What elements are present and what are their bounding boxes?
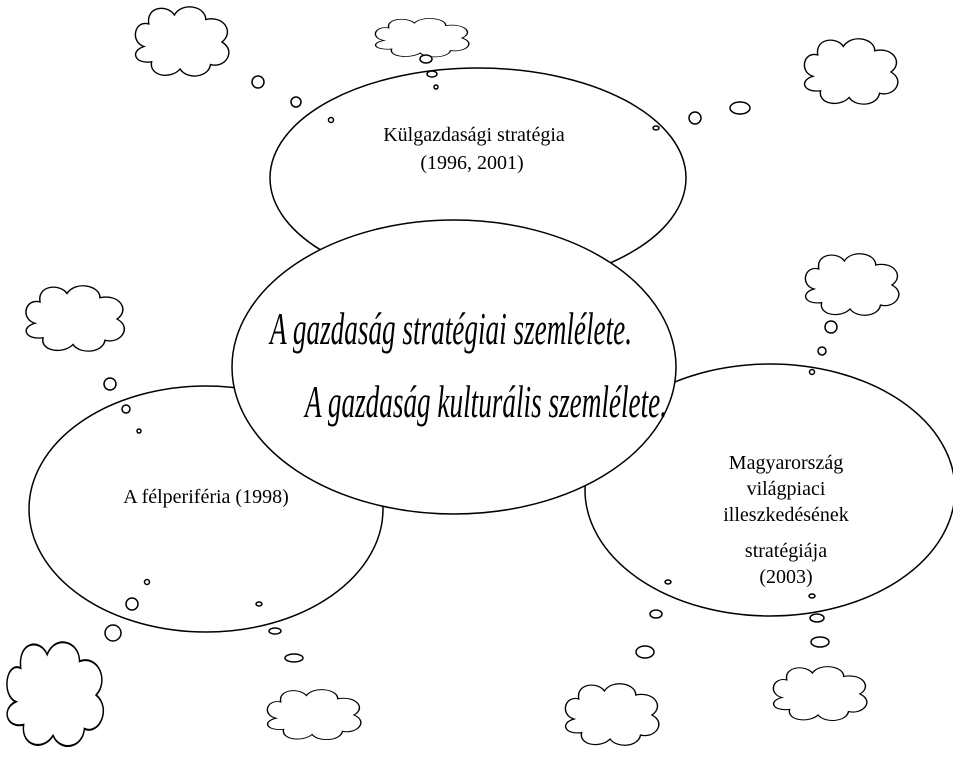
- node-left-line1: A félperiféria (1998): [123, 486, 288, 508]
- bubble: [251, 75, 265, 89]
- thought-bubbles: [103, 54, 838, 663]
- node-right-line1: Magyarország: [729, 452, 843, 474]
- bubble: [810, 636, 830, 648]
- cloud-bottom-center-right: [564, 683, 660, 746]
- bubble: [688, 111, 702, 125]
- bubble: [635, 645, 655, 659]
- bubble: [121, 404, 131, 414]
- bubble: [419, 54, 433, 64]
- node-right-line2: világpiaci: [747, 478, 826, 500]
- node-right-line3: illeszkedésének: [723, 504, 849, 526]
- central-line1: A gazdaság stratégiai szemlélete.: [268, 304, 632, 355]
- bubble: [652, 125, 660, 131]
- bubble: [103, 377, 117, 391]
- central-line2: A gazdaság kulturális szemlélete.: [303, 377, 667, 428]
- node-right-line5: (2003): [759, 566, 812, 588]
- central-ellipse: [231, 219, 677, 515]
- cloud-top-right: [803, 38, 899, 105]
- bubble: [255, 601, 263, 607]
- bubble: [808, 368, 816, 376]
- node-right: Magyarország világpiaci illeszkedésének …: [584, 363, 953, 617]
- node-right-ellipse: [584, 363, 953, 617]
- bubble: [433, 84, 439, 90]
- bubble: [426, 70, 438, 78]
- cloud-bottom-center: [266, 688, 362, 741]
- cloud-bottom-left: [5, 641, 105, 748]
- node-top-line2: (1996, 2001): [420, 152, 523, 174]
- bubble: [809, 613, 825, 623]
- bubble: [327, 116, 335, 124]
- cloud-top-left: [134, 6, 230, 77]
- bubble: [649, 609, 663, 619]
- central-node: A gazdaság stratégiai szemlélete. A gazd…: [231, 219, 677, 515]
- bubble: [284, 653, 304, 663]
- bubble: [136, 428, 142, 434]
- bubble: [290, 96, 302, 108]
- cloud-top-center: [374, 17, 470, 58]
- node-top-line1: Külgazdasági stratégia: [383, 124, 565, 146]
- bubble: [268, 627, 282, 635]
- bubble: [125, 597, 139, 611]
- bubble: [143, 578, 151, 586]
- bubble: [664, 579, 672, 585]
- node-right-line4: stratégiája: [745, 540, 827, 562]
- bubble: [824, 320, 838, 334]
- bubble: [808, 593, 816, 599]
- cloud-left-middle: [25, 285, 126, 352]
- cloud-bottom-right: [772, 665, 868, 722]
- cloud-right-middle: [804, 253, 900, 316]
- bubble: [104, 624, 122, 642]
- bubble: [817, 346, 827, 356]
- bubble: [729, 101, 751, 115]
